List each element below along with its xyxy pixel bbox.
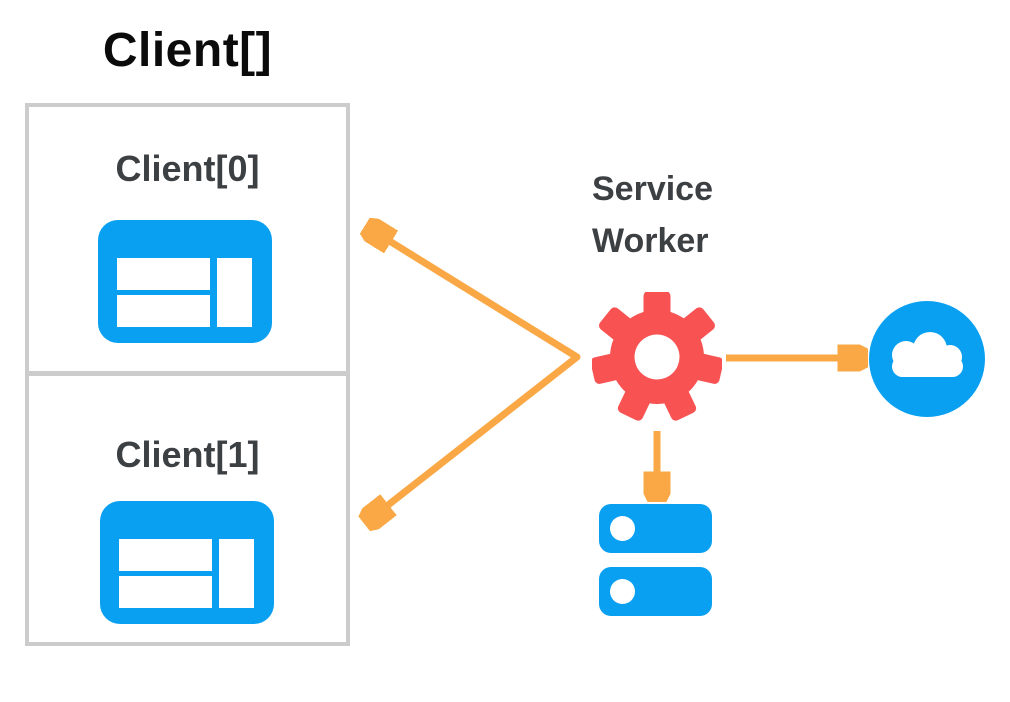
browser-content-bar: [119, 539, 212, 571]
browser-content-bar: [117, 258, 210, 290]
browser-sidebar-bar: [217, 258, 252, 327]
diagram-title: Client[]: [102, 24, 273, 77]
service-worker-label: Service Worker: [592, 163, 812, 267]
client-0-label: Client[0]: [115, 148, 260, 189]
client-1-label: Client[1]: [115, 434, 260, 475]
storage-database-icon: [599, 504, 712, 616]
gear-icon: [592, 292, 722, 421]
browser-sidebar-bar: [219, 539, 254, 608]
browser-content-bar: [117, 295, 210, 327]
service-worker-label-line2: Worker: [592, 222, 709, 260]
browser-window-icon: [98, 220, 272, 343]
storage-row: [599, 567, 712, 616]
clients-cells-divider: [25, 371, 350, 376]
service-worker-label-line1: Service: [592, 170, 713, 208]
storage-row-dot: [610, 516, 635, 541]
cloud-icon: [869, 301, 985, 417]
browser-content-bar: [119, 576, 212, 608]
browser-window-icon: [100, 501, 274, 624]
storage-row-dot: [610, 579, 635, 604]
arrow-service-worker-to-clients: [369, 229, 581, 520]
storage-row: [599, 504, 712, 553]
